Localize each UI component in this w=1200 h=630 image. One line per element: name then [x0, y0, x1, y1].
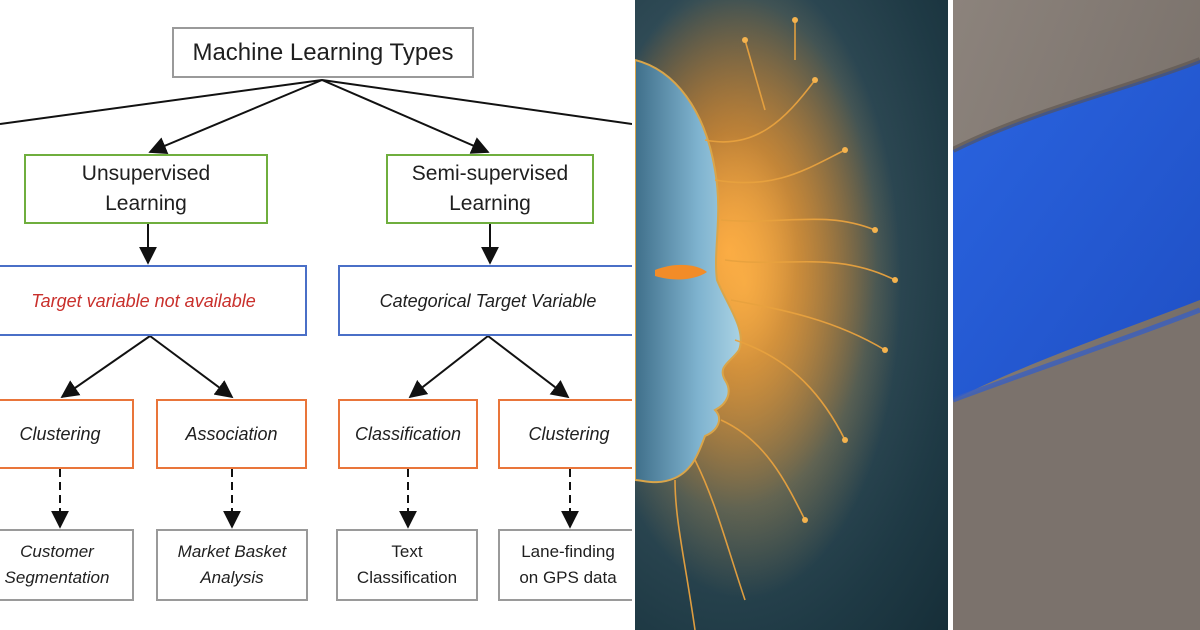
example-text-classification: Text Classification — [336, 529, 478, 601]
edge-root-semisupervised — [321, 79, 490, 154]
edge-target-clustering-2 — [487, 335, 570, 399]
edge-target-association — [149, 335, 234, 399]
example-market-basket: Market Basket Analysis — [156, 529, 308, 601]
method-classification: Classification — [338, 399, 478, 469]
panel-divider-1 — [632, 0, 635, 630]
target-semisupervised-label: Categorical Target Variable — [379, 290, 597, 311]
method-clustering-2: Clustering — [498, 399, 632, 469]
method-clustering-label: Clustering — [19, 424, 101, 444]
category-unsupervised-label: Unsupervised Learning — [81, 162, 211, 215]
circuit-face-illustration — [635, 0, 948, 630]
edge-root-left-offscreen — [0, 79, 323, 125]
example-customer-segmentation: Customer Segmentation — [0, 529, 134, 601]
category-semisupervised-label: Semi-supervised Learning — [411, 162, 569, 215]
edge-root-right-offscreen — [321, 79, 632, 125]
edge-target-clustering — [60, 335, 151, 399]
method-association-label: Association — [185, 424, 278, 444]
root-node: Machine Learning Types — [172, 27, 474, 78]
diagram-connectors — [0, 79, 632, 529]
category-semisupervised: Semi-supervised Learning — [386, 154, 594, 224]
target-semisupervised: Categorical Target Variable — [338, 265, 632, 336]
example-market-basket-label: Market Basket Analysis — [177, 542, 287, 587]
category-unsupervised: Unsupervised Learning — [24, 154, 268, 224]
target-unsupervised-label: Target variable not available — [31, 290, 256, 311]
blue-gray-fabric-image — [953, 0, 1200, 630]
method-clustering: Clustering — [0, 399, 134, 469]
example-customer-segmentation-label: Customer Segmentation — [4, 542, 110, 587]
method-clustering-2-label: Clustering — [528, 424, 610, 444]
edge-root-unsupervised — [148, 79, 323, 155]
fabric-illustration — [953, 0, 1200, 630]
method-classification-label: Classification — [354, 424, 462, 444]
example-lane-finding: Lane-finding on GPS data — [498, 529, 632, 601]
example-lane-finding-label: Lane-finding on GPS data — [519, 542, 617, 587]
target-unsupervised: Target variable not available — [0, 265, 307, 336]
example-text-classification-label: Text Classification — [356, 542, 458, 587]
panel-divider-2 — [948, 0, 953, 630]
ml-types-diagram: Machine Learning Types Unsupervised Lear… — [0, 27, 632, 601]
circuit-face-image — [635, 0, 948, 630]
method-association: Association — [156, 399, 307, 469]
root-label: Machine Learning Types — [192, 38, 454, 66]
edge-target-classification — [408, 335, 489, 399]
